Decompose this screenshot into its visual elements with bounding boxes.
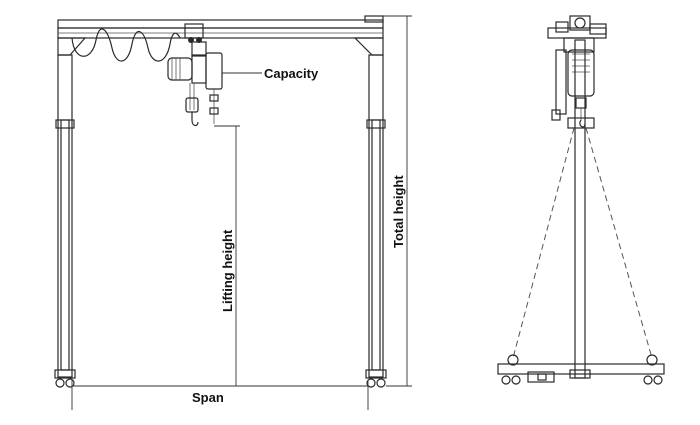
electric-hoist [167,23,223,127]
side-view [497,15,665,385]
festoon-cable [71,28,181,62]
span-dimension [71,380,369,410]
total-height-dimension [383,15,412,387]
lifting-height-dimension [214,125,240,386]
lifting-height-label: Lifting height [220,229,235,312]
left-bracket [57,37,87,56]
side-hoist [551,49,595,128]
right-leg [365,54,387,388]
front-view: Capacity Lifting height Span Total heigh… [54,15,412,410]
left-leg [54,54,76,388]
side-top-assembly [547,15,607,53]
top-beam [57,15,384,39]
span-label: Span [192,390,224,405]
right-bracket [353,37,384,56]
side-base [497,354,665,385]
left-brace [512,127,575,359]
total-height-label: Total height [391,175,406,248]
right-brace [585,127,653,359]
side-column [567,39,595,379]
capacity-label: Capacity [264,66,319,81]
